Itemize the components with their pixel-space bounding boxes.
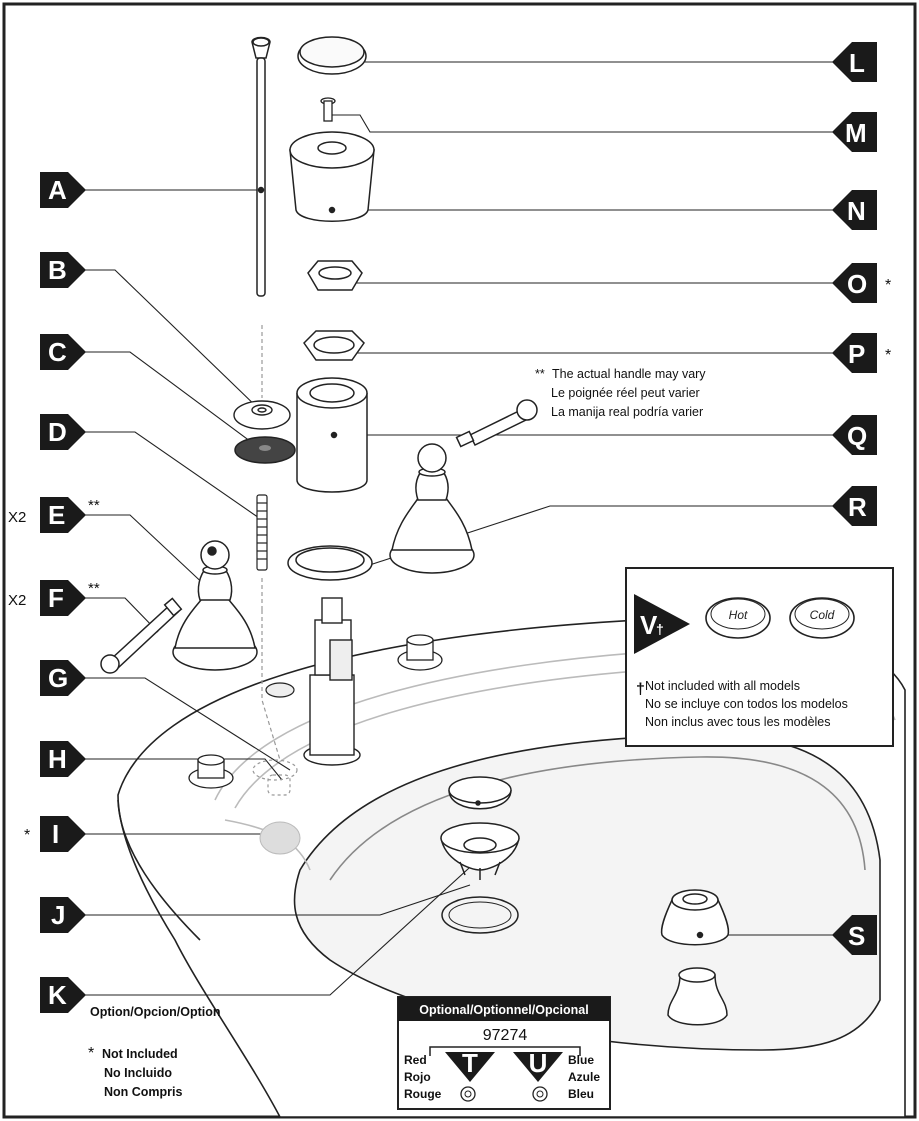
v-note-fr: Non inclus avec tous les modèles: [645, 715, 831, 729]
label-g: G: [48, 663, 68, 693]
alternate-knob-handle: [389, 443, 475, 574]
label-p: P: [848, 339, 865, 369]
sleeve-part: [296, 377, 368, 493]
label-q: Q: [847, 421, 867, 451]
not-included-en: Not Included: [102, 1047, 178, 1061]
label-c: C: [48, 337, 67, 367]
optional-red: Red: [404, 1053, 427, 1067]
label-markers-right: [832, 42, 877, 955]
note-double-asterisk: **: [535, 367, 545, 381]
label-a: A: [48, 175, 67, 205]
k-option-text: Option/Opcion/Option: [90, 1005, 221, 1019]
escutcheon-ring-part: [287, 545, 373, 581]
v-note-en: Not included with all models: [645, 679, 800, 693]
optional-blue: Blue: [568, 1053, 594, 1067]
mounting-hole: [265, 682, 295, 698]
label-k: K: [48, 980, 67, 1010]
label-letters-right: L M N O P Q R S: [845, 48, 867, 951]
basin-drain: [441, 896, 519, 934]
optional-bleu: Bleu: [568, 1087, 594, 1101]
label-d: D: [48, 417, 67, 447]
lift-rod-part: [251, 36, 271, 297]
deck-fitting-left: [188, 754, 234, 789]
label-m: M: [845, 118, 867, 148]
lock-nut-part: [303, 330, 365, 361]
hex-nut-dashed: [267, 774, 291, 796]
v-note-es: No se incluye con todos los modelos: [645, 697, 848, 711]
not-included-asterisk: *: [88, 1045, 94, 1062]
cap-part: [297, 36, 367, 75]
alternate-lever-handle: [455, 399, 538, 448]
basin-drain-inner: [448, 901, 512, 929]
label-l: L: [849, 48, 865, 78]
spray-head-part: [660, 889, 730, 946]
hot-button-text: Hot: [729, 608, 748, 622]
screw-part: [320, 97, 336, 122]
double-asterisk-e: **: [88, 497, 100, 514]
flange-part: [233, 400, 291, 430]
optional-azule: Azule: [568, 1070, 600, 1084]
v-optional-buttons-box: V † Hot Cold † Not included with all mod…: [625, 567, 894, 747]
label-i: I: [52, 819, 59, 849]
label-letters-left: A B C D E F G H I J K: [48, 175, 68, 1010]
label-j: J: [51, 900, 65, 930]
leader-lines: [55, 61, 845, 996]
x2-f: X2: [8, 592, 26, 609]
gasket-hole: [259, 445, 271, 451]
strainer-part: [440, 822, 520, 880]
lever-handle-part: [100, 597, 183, 674]
optional-header: Optional/Optionnel/Opcional: [419, 1003, 588, 1017]
not-included-note: * Not Included No Incluido Non Compris: [88, 1045, 183, 1099]
label-r: R: [848, 492, 867, 522]
label-e: E: [48, 500, 65, 530]
handle-note-en: The actual handle may vary: [552, 367, 706, 381]
hidden-part-shaded: [259, 821, 301, 855]
label-t: T: [462, 1048, 478, 1078]
not-included-fr: Non Compris: [104, 1085, 183, 1099]
assembly-centerlines: [261, 325, 281, 761]
v-note-dagger: †: [636, 681, 645, 698]
label-u: U: [529, 1048, 548, 1078]
label-b: B: [48, 255, 67, 285]
label-v: V: [640, 610, 658, 640]
label-s: S: [848, 921, 865, 951]
handle-variation-note: ** The actual handle may vary Le poignée…: [535, 367, 706, 419]
handle-note-fr: Le poignée réel peut varier: [551, 386, 700, 400]
optional-rojo: Rojo: [404, 1070, 431, 1084]
hex-nut-part: [307, 260, 363, 291]
gasket-outline-dashed: [252, 759, 298, 781]
x2-e: X2: [8, 509, 26, 526]
not-included-es: No Incluido: [104, 1066, 172, 1080]
drain-cap-part: [448, 776, 512, 810]
cold-button-text: Cold: [810, 608, 835, 622]
spray-base-part: [667, 967, 728, 1026]
label-o: O: [847, 269, 867, 299]
asterisk-p: *: [885, 347, 891, 364]
handle-cap-part: [289, 131, 375, 222]
v-dagger: †: [656, 621, 664, 637]
asterisk-o: *: [885, 277, 891, 294]
threaded-stud-part: [256, 494, 268, 571]
optional-tu-box: Optional/Optionnel/Opcional 97274 T U Re…: [397, 996, 611, 1110]
label-n: N: [847, 196, 866, 226]
knob-handle-part: [172, 540, 258, 671]
asterisk-i: *: [24, 827, 30, 844]
optional-part-number: 97274: [483, 1027, 528, 1044]
label-h: H: [48, 744, 67, 774]
deck-fitting-right: [397, 634, 443, 671]
label-markers-left: [40, 172, 86, 1013]
valve-cartridge-part: [303, 597, 361, 766]
handle-note-es: La manija real podría varier: [551, 405, 703, 419]
optional-rouge: Rouge: [404, 1087, 442, 1101]
label-f: F: [48, 583, 64, 613]
double-asterisk-f: **: [88, 580, 100, 597]
